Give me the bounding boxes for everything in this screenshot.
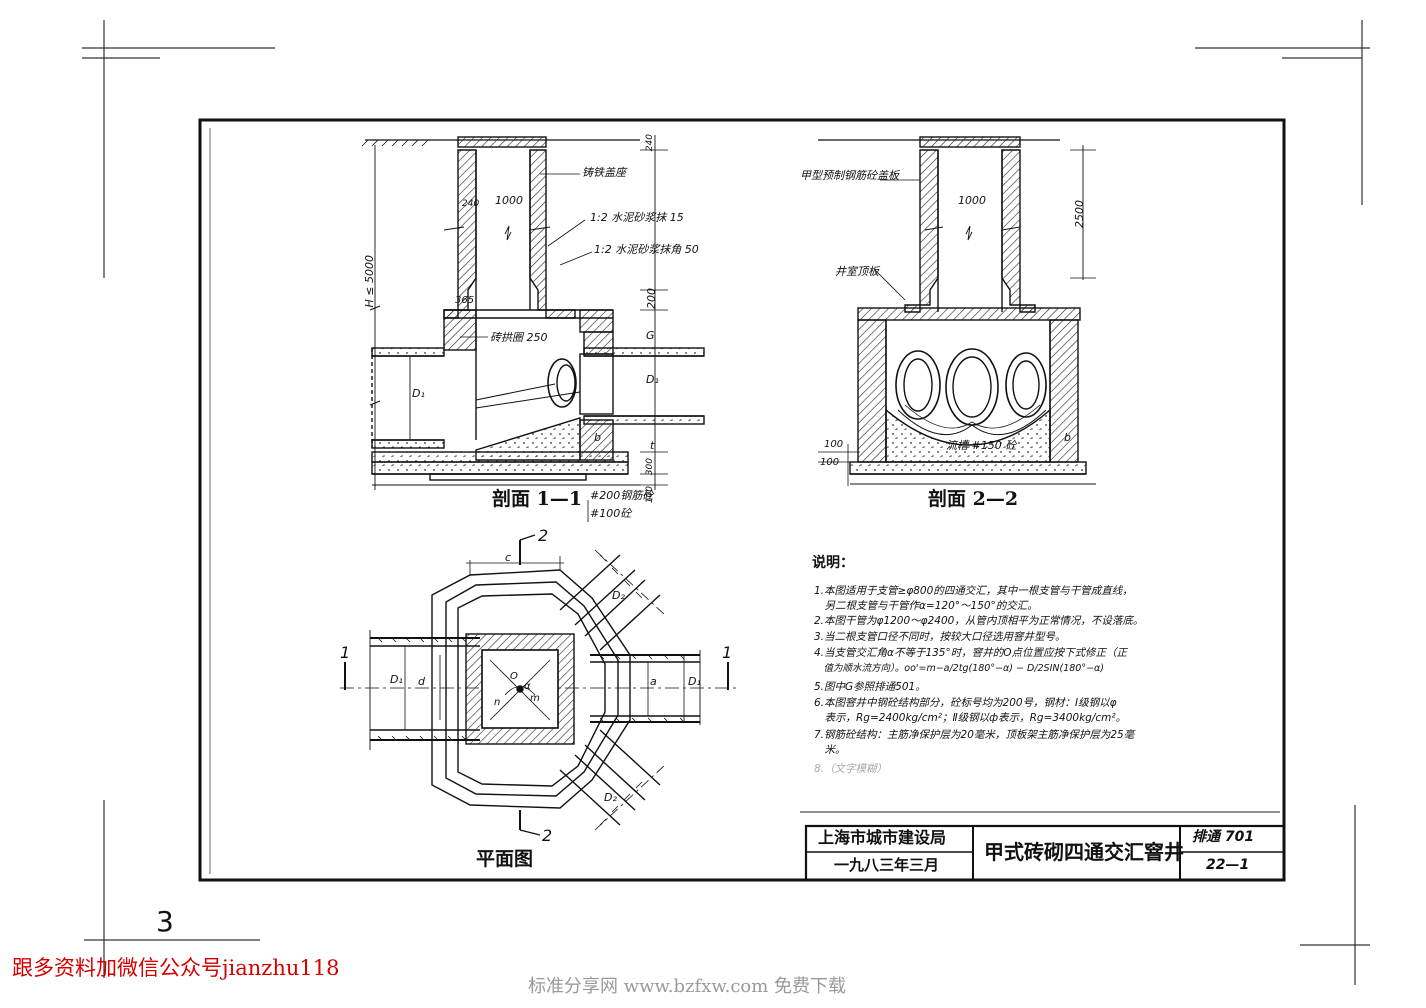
plan-view-drawing [340, 534, 740, 836]
note-line: 1.本图适用于支管≥φ800的四通交汇，其中一根支管与干管成直线， [814, 585, 1133, 597]
dim-d1-left: D₁ [412, 387, 425, 400]
section-1-1-drawing [361, 135, 705, 522]
note-line: 3.当二根支管口径不同时，按较大口径选用窨井型号。 [814, 631, 1066, 643]
label-cast-iron-cover: 铸铁盖座 [582, 166, 626, 179]
dim-200: 200 [645, 288, 658, 309]
note-line: 5.图中G参照排通501。 [814, 681, 926, 693]
title-sheet: 22—1 [1206, 857, 1250, 873]
note-line: 米。 [814, 744, 846, 756]
label-brick-ring: 砖拱圈 250 [490, 331, 548, 344]
note-line: 2.本图干管为φ1200～φ2400，从管内顶相平为正常情况，不设落底。 [814, 615, 1144, 627]
dim-1000-s2: 1000 [958, 194, 986, 207]
title-date: 一九八三年三月 [834, 856, 940, 874]
dim-365: 365 [455, 295, 475, 306]
plan-dim-n: n [494, 697, 501, 708]
note-line: 表示，Rg=2400kg/cm²；Ⅱ级钢以ф表示，Rg=3400kg/cm²。 [814, 712, 1127, 724]
page-number: 3 [156, 905, 174, 938]
section-2-2-drawing [818, 136, 1096, 486]
label-plaster-15: 1:2 水泥砂浆抹 15 [590, 211, 684, 224]
footer-promo: 跟多资料加微信公众号jianzhu118 [12, 956, 340, 980]
section-1-1-title: 剖面 1—1 [492, 488, 583, 510]
dim-g: G [646, 329, 655, 342]
plan-title: 平面图 [476, 848, 534, 870]
dim-2500: 2500 [1073, 200, 1086, 228]
plan-dim-d: d [418, 675, 425, 688]
label-flow-channel: 流槽 #150 砼 [946, 439, 1017, 452]
footer-watermark: 标准分享网 www.bzfxw.com 免费下载 [528, 976, 847, 997]
note-line: 值为顺水流方向）。oo'=m−a/2tg(180°−α) − D/2SIN(18… [814, 663, 1105, 674]
label-plaster-50: 1:2 水泥砂浆抹角 50 [594, 243, 699, 256]
dim-240-s1: 240 [462, 199, 480, 209]
section-mark-2-bottom: 2 [542, 826, 553, 845]
plan-dim-c: c [505, 551, 512, 564]
note-line-faded: 8.（文字模糊） [814, 763, 888, 775]
section-mark-2-top: 2 [538, 526, 549, 545]
section-2-2-title: 剖面 2—2 [928, 488, 1019, 510]
trim-marks [82, 20, 1370, 985]
dim-b-s2: b [1064, 431, 1071, 444]
plan-dim-d2-top: D₂ [612, 589, 625, 602]
note-line: 4.当支管交汇角α不等于135°时，窨井的O点位置应按下式修正（正 [814, 647, 1127, 659]
dim-100a-s2: 100 [824, 439, 844, 450]
title-block-grid [804, 824, 1286, 882]
plan-dim-d1-right: D₁ [688, 675, 701, 688]
plan-dim-a: a [650, 675, 657, 688]
section-mark-1-left: 1 [340, 643, 351, 662]
note-line: 7.钢筋砼结构：主筋净保护层为20毫米，顶板架主筋净保护层为25毫 [814, 729, 1135, 741]
label-cover-slab: 甲型预制钢筋砼盖板 [800, 169, 899, 182]
dim-b-s1: b [594, 431, 601, 444]
dim-t: t [650, 439, 655, 452]
notes-heading: 说明： [812, 555, 854, 571]
note-line: 6.本图窨井中钢砼结构部分，砼标号均为200号，钢材：Ⅰ级钢以φ [814, 697, 1117, 709]
label-chamber-top: 井室顶板 [835, 265, 879, 278]
drawing-frame [198, 118, 1286, 882]
plan-dim-d2-bottom: D₂ [604, 791, 617, 804]
title-drawing-name: 甲式砖砌四通交汇窨井 [984, 840, 1184, 864]
plan-point-o: O [510, 671, 518, 682]
dim-300: 300 [645, 458, 655, 476]
plan-dim-d1-left: D₁ [390, 673, 403, 686]
plan-angle-alpha: α [524, 681, 531, 692]
section-mark-1-right: 1 [722, 643, 733, 662]
dim-d1-right: D₁ [646, 373, 659, 386]
dim-100b-s2: 100 [820, 457, 840, 468]
title-org: 上海市城市建设局 [818, 828, 947, 847]
note-line: 另二根支管与干管作α=120°～150°的交汇。 [814, 600, 1038, 612]
label-base-100: #100砼 [590, 507, 632, 520]
dim-240-top: 240 [645, 134, 655, 152]
h-label: H ≤ 5000 [363, 255, 376, 308]
plan-dim-m: m [530, 693, 540, 704]
label-base-200: #200钢筋砼 [590, 489, 654, 502]
dim-1000-s1: 1000 [495, 194, 523, 207]
title-code: 排通 701 [1192, 829, 1255, 845]
